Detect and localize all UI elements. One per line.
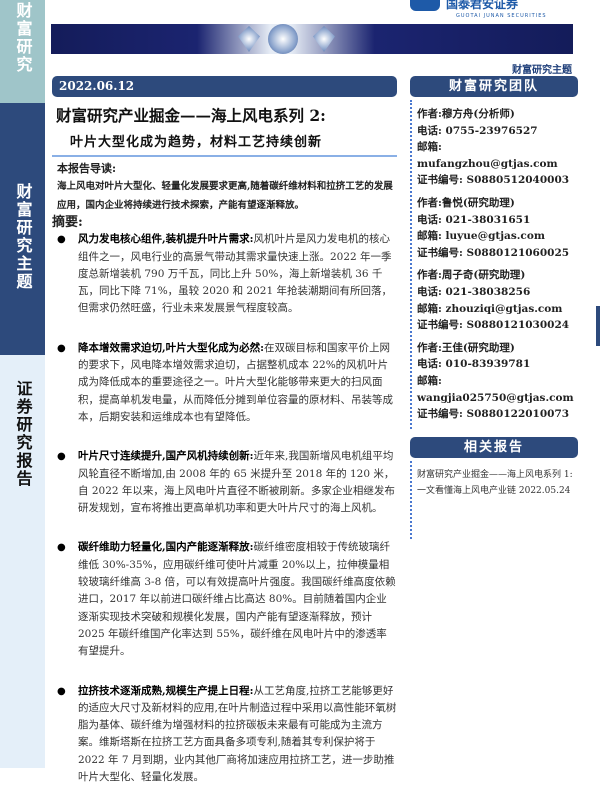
sidebar-label: 财富研究 [13, 2, 33, 74]
bullet-body: 从工艺角度,拉挤工艺能够更好的适应大尺寸及新材料的应用,在叶片制造过程中采用以高… [78, 684, 397, 784]
abstract-bullet: 拉挤技术逐渐成熟,规模生产提上日程:从工艺角度,拉挤工艺能够更好的适应大尺寸及新… [52, 683, 397, 787]
author-phone: 电话: 021-38031651 [417, 213, 531, 226]
author-cert: 证书编号: S0880512040003 [417, 174, 570, 187]
sidebar-section-wealth-research: 财富研究 [0, 0, 45, 103]
abstract-bullet: 风力发电核心组件,装机提升叶片需求:风机叶片是风力发电机的核心组件之一，风电行业… [52, 231, 397, 317]
logo-english: GUOTAI JUNAN SECURITIES [456, 13, 547, 19]
author-name: 作者:王佳(研究助理) [417, 341, 515, 354]
report-title: 财富研究产业掘金——海上风电系列 2: [56, 106, 326, 125]
bullet-heading: 拉挤技术逐渐成熟,规模生产提上日程: [78, 684, 254, 697]
abstract-bullet: 叶片尺寸连续提升,国产风机持续创新:近年来,我国新增风电机组平均风轮直径不断增加… [52, 448, 397, 517]
author-phone: 电话: 010-83939781 [417, 358, 531, 371]
sidebar-section-theme: 财富研究主题 [0, 103, 45, 355]
guide-text: 海上风电对叶片大型化、轻量化发展要求更高,随着碳纤维材料和拉挤工艺的发展应用，国… [57, 181, 393, 212]
bullet-body: 风机叶片是风力发电机的核心组件之一，风电行业的高景气带动其需求量快速上涨。202… [78, 233, 392, 315]
author-name: 作者:周子奇(研究助理) [417, 269, 526, 282]
bullet-heading: 叶片尺寸连续提升,国产风机持续创新: [78, 450, 254, 463]
theme-label: 财富研究主题 [512, 65, 572, 76]
diamond-icon [268, 24, 298, 54]
author-name: 作者:穆方舟(分析师) [417, 108, 515, 120]
author-card: 作者:穆方舟(分析师) 电话: 0755-23976527 邮箱: mufang… [417, 106, 578, 189]
company-logo: 国泰君安证券 [410, 0, 518, 11]
report-date: 2022.06.12 [59, 79, 135, 93]
report-body: 本报告导读: 海上风电对叶片大型化、轻量化发展要求更高,随着碳纤维材料和拉挤工艺… [52, 160, 397, 808]
author-phone: 电话: 0755-23976527 [417, 124, 538, 137]
sidebar-label: 证券研究报告 [13, 380, 33, 488]
author-email[interactable]: 邮箱: zhouziqi@gtjas.com [417, 302, 563, 315]
report-subtitle: 叶片大型化成为趋势，材料工艺持续创新 [70, 135, 323, 150]
author-email[interactable]: 邮箱: mufangzhou@gtjas.com [417, 141, 558, 170]
logo-mark-icon [410, 0, 440, 11]
author-card: 作者:王佳(研究助理) 电话: 010-83939781 邮箱: wangjia… [417, 340, 578, 423]
team-heading: 财富研究团队 [410, 76, 578, 97]
related-reports-heading: 相关报告 [410, 436, 578, 458]
author-cert: 证书编号: S0880121030024 [417, 319, 570, 332]
author-phone: 电话: 021-38038256 [417, 285, 531, 298]
author-email[interactable]: 邮箱: wangjia025750@gtjas.com [417, 374, 574, 404]
page-edge-tab [596, 306, 600, 346]
bullet-heading: 碳纤维助力轻量化,国内产能逐渐释放: [78, 541, 254, 554]
divider [52, 155, 397, 157]
right-column: 财富研究团队 作者:穆方舟(分析师) 电话: 0755-23976527 邮箱:… [410, 76, 578, 539]
abstract-bullet: 降本增效需求迫切,叶片大型化成为必然:在双碳目标和国家平价上网的要求下，风电降本… [52, 340, 397, 426]
related-reports-list: 财富研究产业掘金——海上风电系列 1: 一文看懂海上风电产业链 2022.05.… [410, 460, 578, 539]
abstract-heading: 摘要: [52, 215, 83, 231]
author-card: 作者:鲁悦(研究助理) 电话: 021-38031651 邮箱: luyue@g… [417, 195, 578, 261]
bullet-heading: 降本增效需求迫切,叶片大型化成为必然: [78, 341, 265, 354]
diamond-icon [313, 26, 335, 52]
sidebar-label: 财富研究主题 [13, 183, 33, 291]
bullet-body: 在双碳目标和国家平价上网的要求下，风电降本增效需求迫切，占据整机成本 22%的风… [78, 341, 393, 423]
related-report-link[interactable]: 财富研究产业掘金——海上风电系列 1: 一文看懂海上风电产业链 2022.05.… [417, 469, 573, 496]
bullet-body: 碳纤维密度相较于传统玻璃纤维低 30%-35%，应用碳纤维可使叶片减重 20%以… [78, 541, 396, 658]
team-list: 作者:穆方舟(分析师) 电话: 0755-23976527 邮箱: mufang… [410, 100, 578, 429]
bullet-heading: 风力发电核心组件,装机提升叶片需求: [78, 233, 254, 246]
author-cert: 证书编号: S0880121060025 [417, 246, 570, 259]
author-email[interactable]: 邮箱: luyue@gtjas.com [417, 230, 545, 243]
diamond-icon [238, 26, 260, 52]
report-date-bar: 2022.06.12 [52, 76, 397, 97]
author-cert: 证书编号: S0880122010073 [417, 408, 570, 421]
sidebar-section-securities-report: 证券研究报告 [0, 355, 45, 768]
author-name: 作者:鲁悦(研究助理) [417, 196, 515, 209]
header-banner [51, 24, 573, 54]
guide-heading: 本报告导读: [57, 162, 117, 175]
author-card: 作者:周子奇(研究助理) 电话: 021-38038256 邮箱: zhouzi… [417, 267, 578, 333]
bullet-body: 近年来,我国新增风电机组平均风轮直径不断增加,由 2008 年的 65 米提升至… [78, 450, 395, 515]
logo-text: 国泰君安证券 [446, 0, 519, 11]
abstract-bullet: 碳纤维助力轻量化,国内产能逐渐释放:碳纤维密度相较于传统玻璃纤维低 30%-35… [52, 539, 397, 660]
